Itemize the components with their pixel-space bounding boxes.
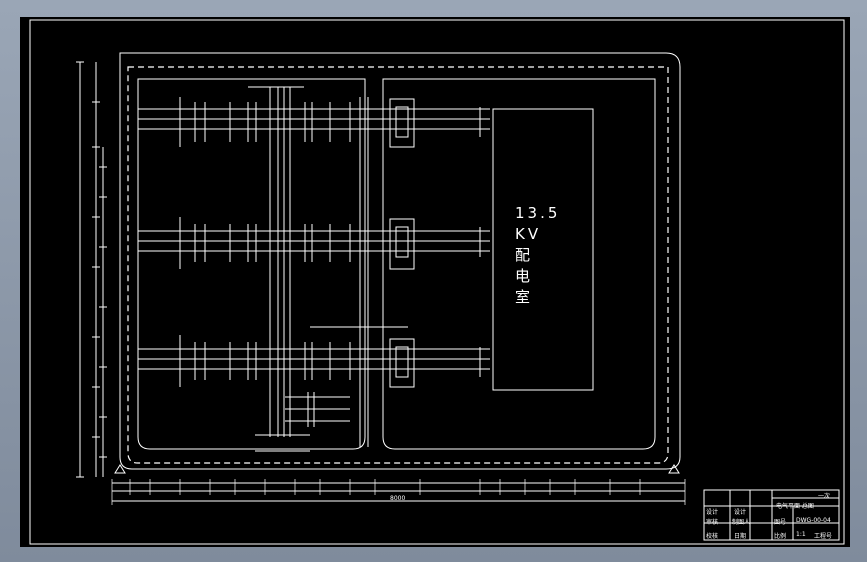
right-room xyxy=(382,78,656,450)
tb-r2c1: 审核 xyxy=(706,519,719,526)
feeder-row-2 xyxy=(138,217,490,270)
dim-ticks-left xyxy=(76,61,107,478)
label-voltage: 13.5 xyxy=(515,204,561,222)
label-char-2: 电 xyxy=(515,267,534,285)
tb-r3c2: 日期 xyxy=(734,533,747,540)
tb-r2c3: 图号 xyxy=(774,519,787,526)
tb-drawing-number: DWG-00-04 xyxy=(796,517,831,524)
building-outline xyxy=(119,52,681,470)
feeder-row-3 xyxy=(138,326,490,388)
dim-chains-bottom xyxy=(111,479,686,505)
tb-r3c1: 校核 xyxy=(706,533,719,540)
level-marker-right xyxy=(668,464,680,474)
sheet-border xyxy=(29,19,845,545)
tb-r3c3: 比例 xyxy=(774,533,787,540)
substation-label: 13.5 KV 配 电 室 xyxy=(515,203,560,308)
level-marker-left xyxy=(114,464,126,474)
tb-title: 电气平面 总图 xyxy=(776,503,814,510)
label-unit: KV xyxy=(515,225,542,243)
tb-designer: 设计 xyxy=(734,509,747,516)
dashed-cable-trench xyxy=(127,66,669,464)
substation-room xyxy=(492,108,594,391)
tb-project-no: 工程号 xyxy=(814,533,833,540)
feeder-row-1 xyxy=(138,97,490,148)
tb-top-right: 一次 xyxy=(818,493,831,500)
label-char-1: 配 xyxy=(515,246,534,264)
tb-scale: 1:1 xyxy=(796,531,806,538)
left-room xyxy=(137,78,366,450)
tb-r2c2: 制图人 xyxy=(732,519,751,526)
vertical-bus xyxy=(248,86,369,447)
lower-panel xyxy=(255,392,350,452)
label-char-3: 室 xyxy=(515,288,534,306)
drawing-canvas: 13.5 KV 配 电 室 8000 一次 设计 设计 电气平面 总图 审核 制… xyxy=(20,17,850,547)
tb-r1c1: 设计 xyxy=(706,509,719,516)
electrical-layout-drawing xyxy=(29,19,845,545)
total-dimension: 8000 xyxy=(390,495,406,502)
